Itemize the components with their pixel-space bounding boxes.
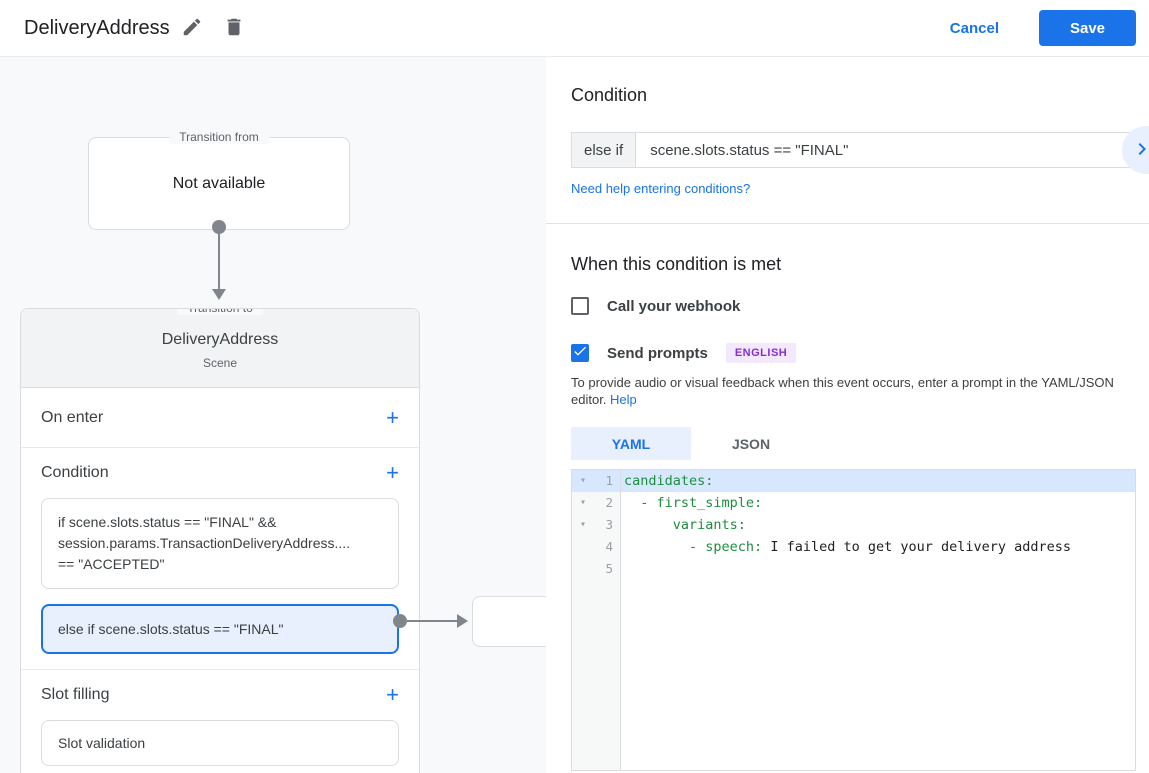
fold-toggle-icon[interactable]: [572, 492, 594, 514]
send-prompts-checkbox[interactable]: [571, 344, 589, 362]
code-key: - first_simple:: [624, 495, 763, 511]
code-line[interactable]: 2 - first_simple:: [572, 492, 1135, 514]
condition-expression-input[interactable]: [636, 133, 1135, 167]
send-prompts-row: Send prompts ENGLISH: [571, 343, 1149, 363]
slot-validation-item[interactable]: Slot validation: [41, 720, 399, 766]
connector-dot: [212, 220, 226, 234]
scene-name: DeliveryAddress: [161, 331, 279, 348]
condition-panel: Condition else if Need help entering con…: [546, 57, 1149, 773]
condition-prefix-label: else if: [572, 133, 637, 167]
condition-item-2-selected[interactable]: else if scene.slots.status == "FINAL": [41, 604, 399, 654]
code-line[interactable]: 4 - speech: I failed to get your deliver…: [572, 536, 1135, 558]
add-slot-button[interactable]: +: [386, 682, 399, 707]
on-enter-row[interactable]: On enter +: [21, 388, 419, 448]
edit-scene-button[interactable]: [172, 8, 212, 48]
scene-card: Transition to DeliveryAddress Scene On e…: [20, 308, 420, 773]
top-bar: DeliveryAddress Cancel Save: [0, 0, 1149, 57]
call-webhook-label: Call your webhook: [607, 297, 741, 315]
line-number: 5: [594, 558, 621, 580]
tab-json[interactable]: JSON: [731, 435, 771, 452]
slot-filling-label: Slot filling: [41, 686, 110, 703]
tab-yaml[interactable]: YAML: [571, 427, 691, 460]
slot-filling-section-head: Slot filling +: [21, 670, 419, 720]
code-text: - first_simple:: [621, 492, 762, 514]
save-button[interactable]: Save: [1039, 10, 1136, 46]
condition-section-head: Condition +: [21, 448, 419, 498]
code-text: - speech: I failed to get your delivery …: [621, 536, 1071, 558]
line-number: 2: [594, 492, 621, 514]
gutter-spacer: [572, 558, 594, 580]
add-condition-button[interactable]: +: [386, 460, 399, 485]
editor-tabs: YAML JSON: [571, 427, 1149, 460]
call-webhook-row: Call your webhook: [571, 297, 1149, 315]
divider: [21, 669, 419, 670]
condition-item-1-line1: if scene.slots.status == "FINAL" &&: [58, 514, 277, 530]
condition-item-1-line3: == "ACCEPTED": [58, 556, 165, 572]
delete-scene-button[interactable]: [214, 8, 254, 48]
help-link[interactable]: Help: [610, 392, 637, 407]
scene-diagram-canvas: Transition from Not available Transition…: [0, 57, 546, 773]
condition-section-label: Condition: [41, 464, 109, 481]
condition-connector-dot[interactable]: [393, 614, 407, 628]
code-text: [621, 558, 624, 580]
code-key: candidates:: [624, 473, 714, 489]
pencil-icon: [181, 16, 203, 41]
condition-expression-row: else if: [571, 132, 1136, 168]
scene-type-label: Scene: [202, 356, 238, 370]
slot-validation-label: Slot validation: [58, 735, 146, 751]
transition-from-node[interactable]: Transition from Not available: [88, 130, 350, 230]
line-number: 1: [594, 470, 621, 492]
check-icon: [572, 343, 588, 364]
condition-panel-title: Condition: [571, 85, 648, 105]
code-key: - speech:: [624, 539, 771, 555]
gutter-spacer: [572, 536, 594, 558]
fold-toggle-icon[interactable]: [572, 470, 594, 492]
language-badge: ENGLISH: [725, 343, 797, 363]
line-number: 3: [594, 514, 621, 536]
condition-item-1[interactable]: if scene.slots.status == "FINAL" && sess…: [41, 498, 399, 589]
prompts-description-text: To provide audio or visual feedback when…: [571, 375, 1114, 407]
line-number: 4: [594, 536, 621, 558]
transition-to-legend: Transition to: [177, 309, 263, 315]
connector-line-vertical: [218, 234, 220, 289]
gutter-spacer: [572, 580, 594, 770]
condition-item-1-line2: session.params.TransactionDeliveryAddres…: [58, 535, 351, 551]
code-line[interactable]: 1 candidates:: [572, 470, 1135, 492]
arrow-down-icon: [212, 289, 226, 300]
connector-line-horizontal: [407, 620, 457, 622]
code-line[interactable]: 3 variants:: [572, 514, 1135, 536]
yaml-code-editor[interactable]: 1 candidates: 2 - first_simple: 3 varian…: [571, 469, 1136, 771]
page-title: DeliveryAddress: [24, 16, 170, 39]
send-prompts-label: Send prompts: [607, 344, 708, 362]
code-value: I failed to get your delivery address: [770, 539, 1072, 555]
prompts-description: To provide audio or visual feedback when…: [571, 374, 1133, 408]
editor-empty-area[interactable]: [572, 580, 1135, 770]
fold-toggle-icon[interactable]: [572, 514, 594, 536]
gutter-spacer: [594, 580, 621, 770]
scene-card-header[interactable]: DeliveryAddress Scene: [21, 309, 419, 388]
add-on-enter-button[interactable]: +: [386, 404, 399, 430]
transition-from-legend: Transition from: [169, 130, 269, 144]
chevron-right-icon: [1130, 137, 1149, 164]
when-condition-met-title: When this condition is met: [571, 254, 782, 274]
condition-help-link[interactable]: Need help entering conditions?: [571, 181, 751, 196]
trash-icon: [223, 16, 245, 41]
arrow-right-icon: [457, 614, 468, 628]
code-text: candidates:: [621, 470, 713, 492]
call-webhook-checkbox[interactable]: [571, 297, 589, 315]
on-enter-label: On enter: [41, 408, 104, 426]
condition-item-2-text: else if scene.slots.status == "FINAL": [58, 620, 284, 637]
transition-from-content: Not available: [172, 174, 266, 192]
cancel-button[interactable]: Cancel: [934, 12, 1015, 45]
code-text: variants:: [621, 514, 746, 536]
divider: [546, 223, 1149, 224]
code-key: variants:: [624, 517, 746, 533]
transition-target-node[interactable]: [472, 596, 546, 647]
code-line[interactable]: 5: [572, 558, 1135, 580]
